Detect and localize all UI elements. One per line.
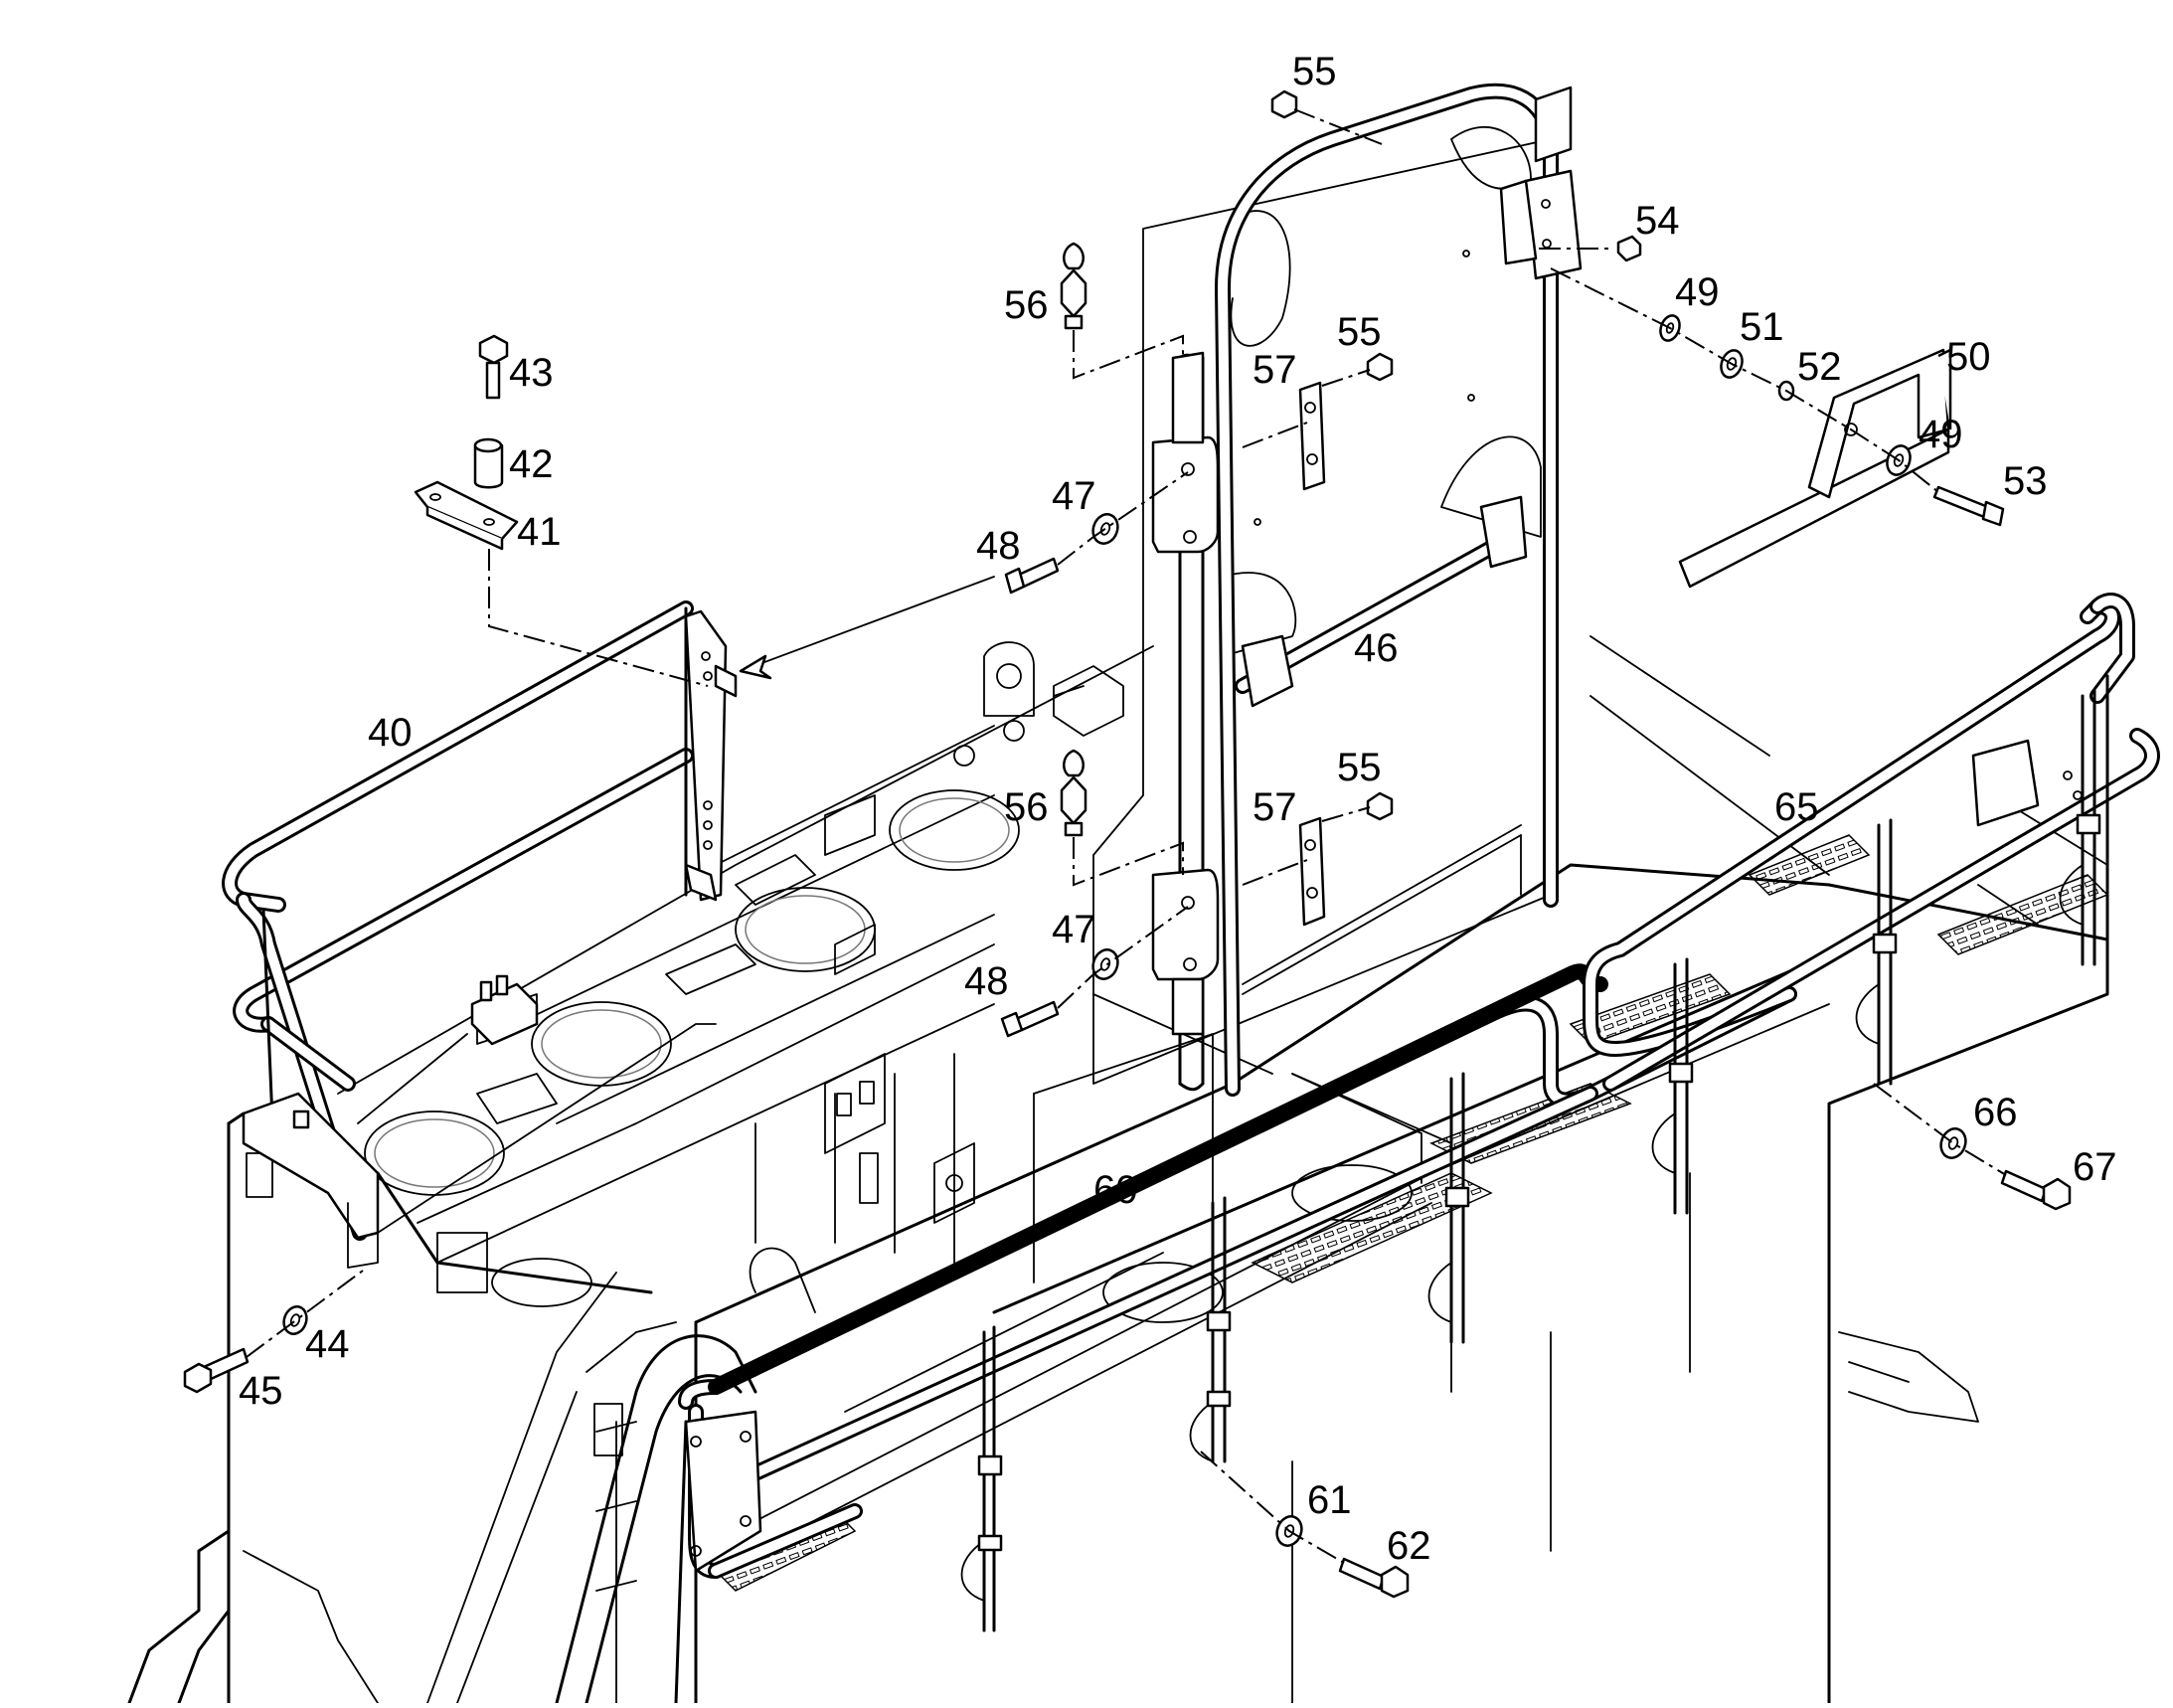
callout-41: 41 [517,510,562,554]
callout-60: 60 [1093,1168,1138,1212]
callout-65: 65 [1774,785,1819,829]
callout-55-lower: 55 [1337,746,1382,789]
callout-45: 45 [239,1369,283,1413]
callout-48-upper: 48 [976,524,1021,568]
callout-56-lower: 56 [1004,785,1049,829]
callout-48-lower: 48 [964,959,1009,1003]
assembly-lines [246,108,2007,1564]
callout-49-right: 49 [1919,413,1963,456]
handrail-40 [222,600,738,1269]
callout-53: 53 [2003,459,2048,503]
callout-54: 54 [1635,199,1680,243]
callout-67: 67 [2073,1145,2117,1189]
callout-47-lower: 47 [1052,908,1096,951]
callout-labels: 55 54 56 55 49 51 52 50 43 57 42 49 53 4… [239,50,2117,1568]
callout-51: 51 [1740,305,1784,349]
callout-47-upper: 47 [1052,474,1096,518]
callout-52: 52 [1797,345,1842,389]
callout-46: 46 [1354,626,1399,670]
callout-55-top: 55 [1292,50,1337,93]
callout-61: 61 [1307,1478,1352,1522]
callout-50: 50 [1946,335,1991,379]
handrail-65 [674,593,2160,1705]
ladder-hoop-46 [1092,83,1583,1097]
callout-57-upper: 57 [1253,348,1297,392]
deck-interior [246,641,1452,1705]
callout-57-lower: 57 [1253,785,1297,829]
callout-56-upper: 56 [1004,283,1049,327]
callout-55-upper: 55 [1337,310,1382,354]
callout-43: 43 [509,351,554,395]
callout-49-upper: 49 [1675,270,1720,314]
hardware-parts [183,89,2072,1599]
callout-44: 44 [305,1322,350,1366]
callout-66: 66 [1973,1091,2018,1134]
callout-62: 62 [1387,1524,1431,1568]
callout-42: 42 [509,442,554,486]
callout-40: 40 [368,711,413,755]
